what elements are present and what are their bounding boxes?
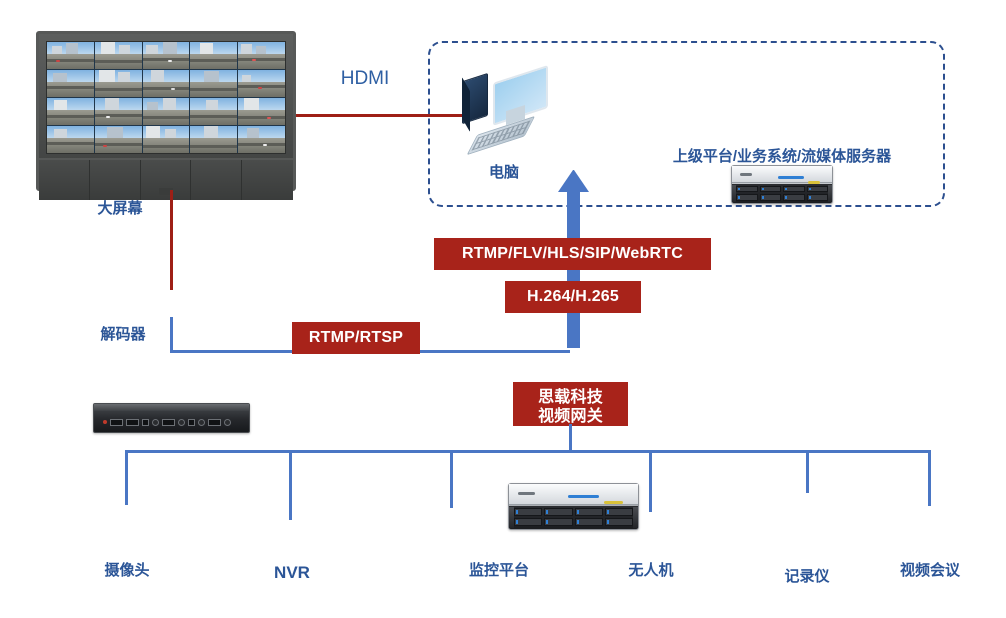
wall-to-decoder-line — [170, 190, 173, 290]
gateway-to-platform-arrowhead — [558, 170, 589, 192]
upstream-platform-boundary — [428, 41, 945, 207]
bus-drop-bodycam — [806, 450, 809, 493]
decoder-1u-icon — [93, 403, 250, 433]
bus-drop-platform — [450, 450, 453, 508]
source-label-platform: 监控平台 — [468, 562, 529, 579]
source-label-bodycam: 记录仪 — [784, 568, 830, 585]
gateway-label-line2: 视频网关 — [538, 408, 603, 426]
upstream-server-icon — [731, 165, 833, 204]
bus-drop-camera — [125, 450, 128, 505]
gateway-to-bus-drop — [569, 424, 572, 452]
gateway-server-icon — [508, 483, 639, 530]
video-wall-grid — [46, 41, 286, 154]
gateway-label-tag: 思载科技 视频网关 — [513, 382, 628, 426]
video-wall-label: 大屏幕 — [97, 200, 143, 217]
decoder-label: 解码器 — [100, 326, 146, 343]
video-wall-icon — [36, 31, 296, 200]
codec-protocol-tag: H.264/H.265 — [505, 281, 641, 313]
source-label-camera: 摄像头 — [104, 562, 150, 579]
hdmi-link-line — [296, 114, 468, 117]
bus-drop-drone — [649, 450, 652, 512]
source-label-conference: 视频会议 — [899, 562, 960, 579]
decoder-to-gateway-drop — [170, 317, 173, 353]
gateway-label-line1: 思载科技 — [538, 389, 603, 406]
source-label-nvr: NVR — [274, 563, 310, 582]
source-label-drone: 无人机 — [628, 562, 674, 579]
pc-label: 电脑 — [488, 164, 519, 181]
upstream-server-label: 上级平台/业务系统/流媒体服务器 — [672, 148, 892, 165]
desktop-pc-icon — [460, 64, 548, 155]
bus-drop-conference — [928, 450, 931, 506]
hdmi-link-label: HDMI — [340, 68, 390, 89]
streaming-protocol-tag: RTMP/FLV/HLS/SIP/WebRTC — [434, 238, 711, 270]
bus-drop-nvr — [289, 450, 292, 520]
rtmp-rtsp-protocol-tag: RTMP/RTSP — [292, 322, 420, 354]
source-bus-line — [125, 450, 931, 453]
